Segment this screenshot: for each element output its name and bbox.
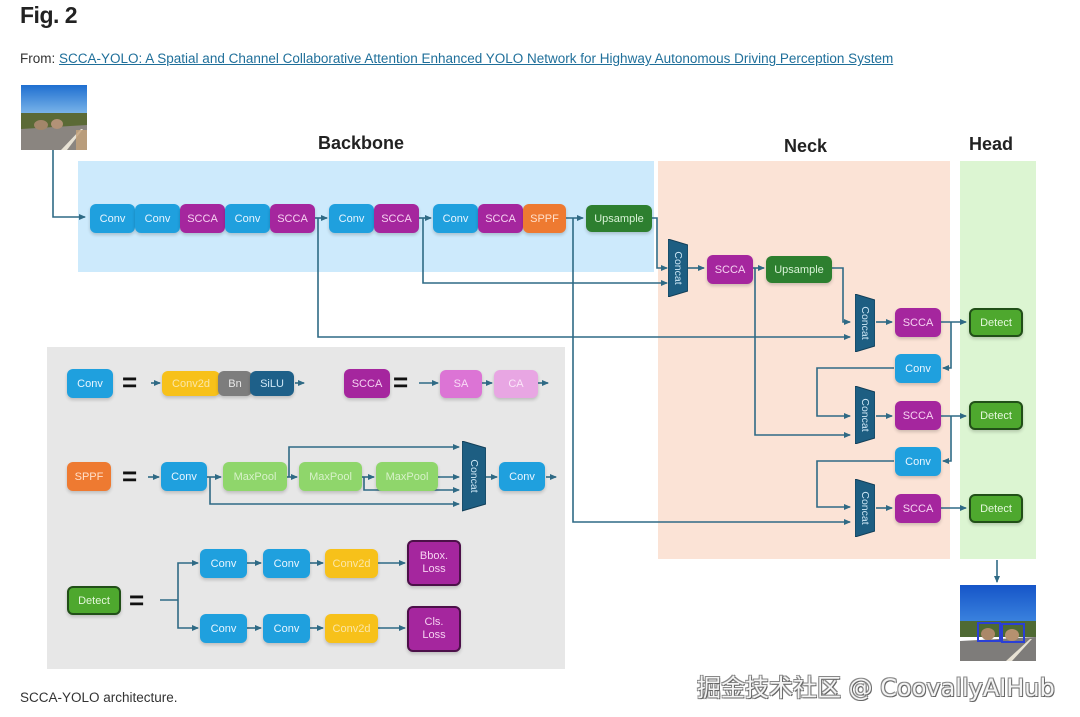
backbone-conv-3: Conv: [225, 204, 270, 233]
concat-label: Concat: [859, 398, 871, 432]
input-image: [21, 85, 87, 150]
wire-ups-concat1: [651, 217, 668, 271]
backbone-upsample: Upsample: [586, 205, 652, 232]
legend-detect-conv-bottom-2: Conv: [263, 614, 310, 643]
legend-sa: SA: [440, 370, 482, 398]
legend-maxpool-2: MaxPool: [299, 462, 362, 491]
neck-upsample: Upsample: [766, 256, 832, 283]
watermark: 掘金技术社区 @ CoovallyAIHub: [697, 674, 1055, 702]
legend-detect-conv-top-2: Conv: [263, 549, 310, 578]
wire-neck-scca-concat3: [754, 268, 851, 438]
head-label: Head: [969, 134, 1014, 154]
backbone-sppf: SPPF: [523, 204, 566, 233]
backbone-scca-2: SCCA: [270, 204, 315, 233]
source-line: From: SCCA-YOLO: A Spatial and Channel C…: [20, 51, 893, 66]
wire-input: [52, 150, 86, 220]
equals-sign: =: [122, 367, 138, 397]
legend-bn: Bn: [218, 371, 252, 396]
backbone-conv-4: Conv: [329, 204, 374, 233]
neck-scca-4: SCCA: [895, 494, 941, 523]
head-detect-2: Detect: [969, 401, 1023, 430]
legend-sppf: SPPF: [67, 462, 111, 491]
legend-ca: CA: [494, 370, 538, 398]
legend-concat: Concat: [462, 441, 486, 512]
figure-title: Fig. 2: [20, 2, 78, 28]
legend-bbox-loss: Bbox. Loss: [407, 540, 461, 586]
legend-detect-conv-top-1: Conv: [200, 549, 247, 578]
backbone-scca-4: SCCA: [478, 204, 523, 233]
output-image: [960, 585, 1036, 661]
wire-conv2-concat4: [816, 460, 894, 510]
legend-detect-conv2d-top: Conv2d: [325, 549, 378, 578]
neck-scca-1: SCCA: [707, 255, 753, 284]
figure-caption: SCCA-YOLO architecture.: [20, 690, 178, 705]
legend-sppf-conv-in: Conv: [161, 462, 207, 491]
neck-concat-1: Concat: [668, 239, 688, 297]
concat-label: Concat: [468, 459, 480, 493]
legend-scca: SCCA: [344, 369, 390, 398]
neck-concat-2: Concat: [855, 294, 875, 352]
legend-maxpool-3: MaxPool: [376, 462, 438, 491]
wire-sppf-concat4: [572, 218, 851, 525]
backbone-label: Backbone: [318, 133, 405, 153]
legend-detect: Detect: [67, 586, 121, 615]
backbone-conv-5: Conv: [433, 204, 478, 233]
paper-link[interactable]: SCCA-YOLO: A Spatial and Channel Collabo…: [59, 51, 894, 66]
source-prefix: From:: [20, 51, 59, 66]
backbone-conv-1: Conv: [90, 204, 135, 233]
wire-scca2-conv1: [942, 322, 952, 371]
neck-conv-2: Conv: [895, 447, 941, 476]
wire-p3-concat2: [317, 218, 851, 340]
equals-sign: =: [122, 461, 138, 491]
neck-scca-2: SCCA: [895, 308, 941, 337]
neck-label: Neck: [784, 136, 828, 156]
wire-ups2-concat2: [831, 267, 851, 325]
backbone-scca-1: SCCA: [180, 204, 225, 233]
concat-label: Concat: [672, 251, 684, 285]
legend-conv: Conv: [67, 369, 113, 398]
neck-conv-1: Conv: [895, 354, 941, 383]
wire-scca3-conv2: [942, 416, 952, 464]
neck-concat-3: Concat: [855, 386, 875, 444]
wire-p4-concat1: [422, 218, 668, 286]
legend-conv2d: Conv2d: [162, 371, 220, 396]
concat-label: Concat: [859, 491, 871, 525]
neck-concat-4: Concat: [855, 479, 875, 537]
legend-detect-conv-bottom-1: Conv: [200, 614, 247, 643]
legend-sppf-conv-out: Conv: [499, 462, 545, 491]
head-detect-3: Detect: [969, 494, 1023, 523]
concat-label: Concat: [859, 306, 871, 340]
backbone-conv-2: Conv: [135, 204, 180, 233]
legend-maxpool-1: MaxPool: [223, 462, 287, 491]
legend-detect-conv2d-bottom: Conv2d: [325, 614, 378, 643]
head-region: [960, 161, 1036, 559]
equals-sign: =: [393, 367, 409, 397]
wire-conv1-concat3: [816, 367, 894, 419]
equals-sign: =: [129, 585, 145, 615]
neck-scca-3: SCCA: [895, 401, 941, 430]
legend-silu: SiLU: [250, 371, 294, 396]
head-detect-1: Detect: [969, 308, 1023, 337]
legend-cls-loss: Cls. Loss: [407, 606, 461, 652]
backbone-scca-3: SCCA: [374, 204, 419, 233]
